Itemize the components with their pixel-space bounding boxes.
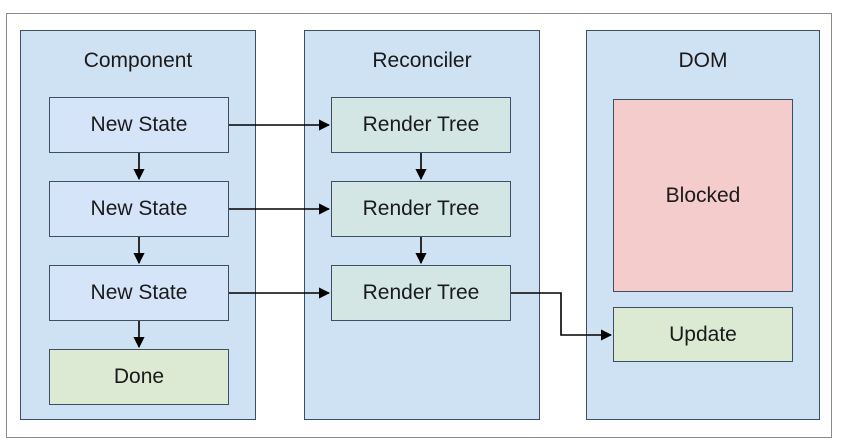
component-column-title: Component: [83, 49, 193, 72]
render-tree-box-3: Render Tree: [331, 265, 511, 321]
new-state-box-2: New State: [49, 181, 229, 237]
render-tree-box-2: Render Tree: [331, 181, 511, 237]
blocked-box: Blocked: [613, 99, 793, 292]
new-state-box-1: New State: [49, 97, 229, 153]
update-box: Update: [613, 307, 793, 362]
dom-column-title: DOM: [678, 49, 728, 72]
arrow-render3-to-update: [511, 292, 613, 341]
render-tree-box-1: Render Tree: [331, 97, 511, 153]
reconciler-column-title: Reconciler: [372, 49, 472, 72]
done-box: Done: [49, 349, 229, 405]
new-state-box-3: New State: [49, 265, 229, 321]
